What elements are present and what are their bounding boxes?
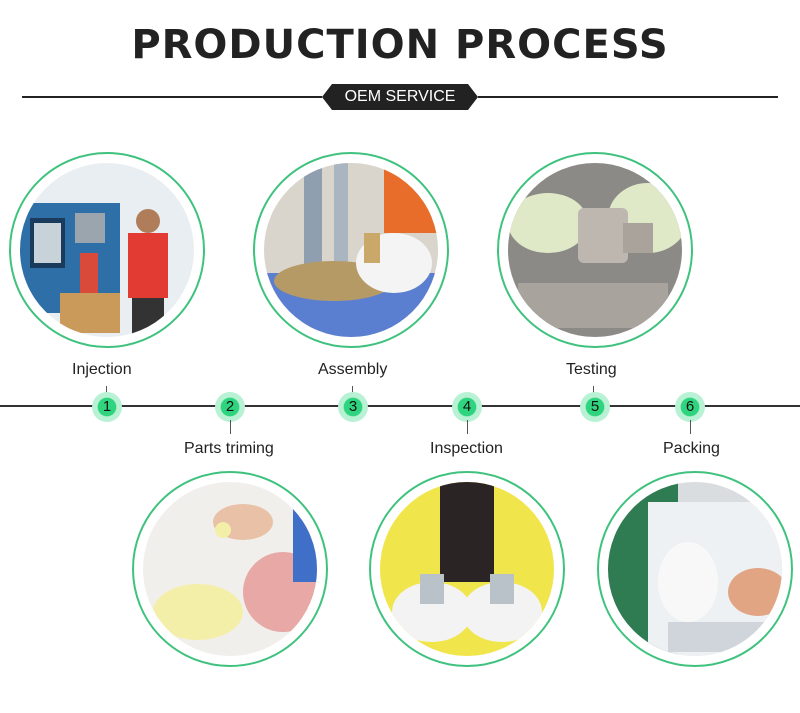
step-node-6: 6: [675, 392, 705, 422]
step-label-inspection: Inspection: [430, 440, 503, 457]
oem-service-badge: OEM SERVICE: [322, 84, 478, 110]
step-node-2: 2: [215, 392, 245, 422]
header-divider-right: [478, 96, 778, 98]
header-divider-left: [22, 96, 322, 98]
step-number-3: 3: [348, 398, 358, 415]
tick-2: [230, 420, 231, 434]
step-number-1: 1: [102, 398, 112, 415]
step-node-5: 5: [580, 392, 610, 422]
inspection-photo: [369, 471, 565, 667]
step-number-2: 2: [225, 398, 235, 415]
step-label-parts-triming: Parts triming: [184, 440, 274, 457]
step-node-3: 3: [338, 392, 368, 422]
step-label-injection: Injection: [72, 361, 132, 378]
step-label-testing: Testing: [566, 361, 617, 378]
step-number-5: 5: [590, 398, 600, 415]
injection-photo: [9, 152, 205, 348]
tick-4: [467, 420, 468, 434]
step-label-assembly: Assembly: [318, 361, 388, 378]
step-number-6: 6: [685, 398, 695, 415]
timeline-line: [0, 405, 800, 407]
testing-photo: [497, 152, 693, 348]
assembly-photo: [253, 152, 449, 348]
step-number-4: 4: [462, 398, 472, 415]
tick-6: [690, 420, 691, 434]
packing-photo: [597, 471, 793, 667]
page-title: PRODUCTION PROCESS: [131, 22, 669, 68]
step-node-1: 1: [92, 392, 122, 422]
step-node-4: 4: [452, 392, 482, 422]
step-label-packing: Packing: [663, 440, 720, 457]
parts-triming-photo: [132, 471, 328, 667]
